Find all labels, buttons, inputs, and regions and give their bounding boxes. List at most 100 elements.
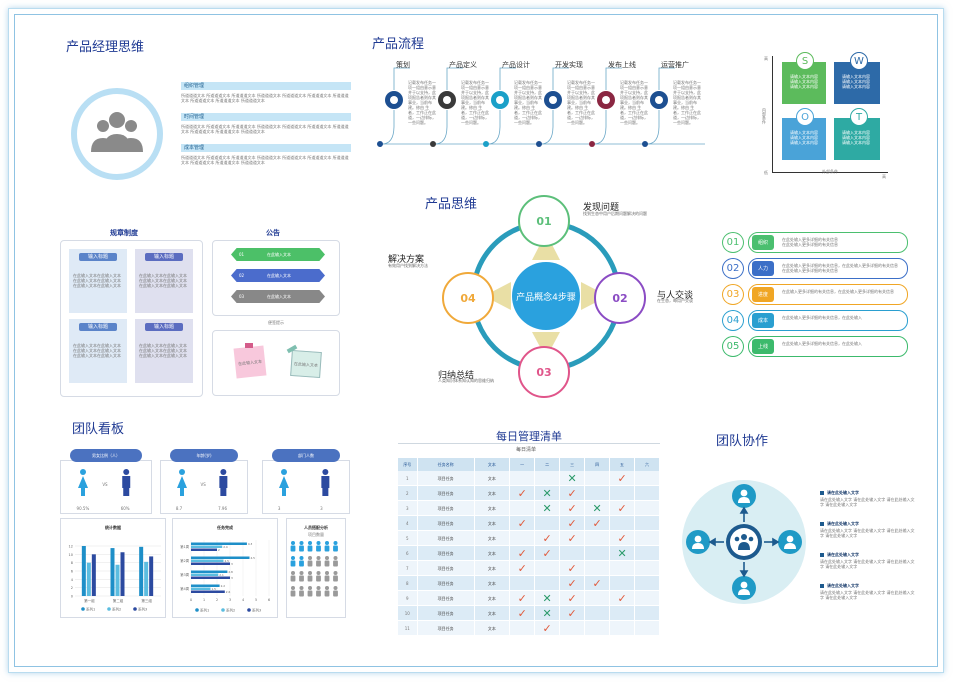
daily-table-header-cell: 三 [560,458,586,471]
person-icon-body [299,560,304,567]
chart1-ytick: 0 [71,595,73,599]
check-icon: ✓ [610,591,636,605]
chart1-legend-swatch [81,607,85,611]
daily-row-number: 4 [398,516,418,530]
chart1-legend-label: 系列3 [138,607,147,612]
info-list-text: 在此处输入更多详细的有关信息，在此处输入更多详细的有关信息 在此处输入更多详细的… [782,263,898,273]
daily-row-text: 文本 [475,486,511,500]
chart2-bar [191,576,230,579]
female-icon [281,469,287,475]
person-icon-body [316,560,321,567]
daily-row-task: 项目任务 [418,606,475,620]
collab-item: 请在此处输入文字请在此处输入文字 请在此处输入文字 请在此处输入文字 请在此处输… [820,490,916,507]
person-icon-body [290,560,296,567]
daily-row-task: 项目任务 [418,516,475,530]
daily-row-task: 项目任务 [418,561,475,575]
check-icon: ✓ [610,471,636,485]
chart2-bar [191,573,219,576]
chart3-subtitle: 项目数量 [308,532,324,537]
daily-empty-cell [560,621,586,635]
rule-box-title: 输入标题 [145,253,183,261]
pm-thinking-list: 组织管理 所道道道文本 所道道道文本 所道道道文本 所道道道文本 所道道道文本 … [181,82,351,165]
swot-w-letter: W [850,52,868,70]
chart2-legend-swatch [247,608,251,612]
female-icon [80,469,86,475]
collab-item-text: 请在此处输入文字 请在此处输入文字 请在此处输入文字 请在此处输入文字 [820,497,915,507]
collab-item-text: 请在此处输入文字 请在此处输入文字 请在此处输入文字 请在此处输入文字 [820,528,915,538]
daily-empty-cell [635,576,660,590]
person-icon [299,571,304,575]
cross-icon: ✕ [560,471,586,485]
thinking-node-circle: 03 [518,346,570,398]
daily-empty-cell [560,546,586,560]
chart3-title: 人员搭配分析 [304,525,328,530]
swot-x-axis [772,172,888,173]
person-icon-body [333,575,338,582]
chart2-data-label: 4.5 [251,556,256,560]
collab-item-title: 请在此处输入文字 [827,583,859,588]
chart2-bar [191,542,247,545]
rule-box: 输入标题 在此输入文本在此输入文本 在此输入文本在此输入文本 在此输入文本在此输… [69,319,127,383]
person-icon [308,586,312,590]
daily-row-number: 10 [398,606,418,620]
notice-row-number: 01 [239,252,245,257]
daily-empty-cell [585,486,611,500]
chart1-bar [149,556,154,596]
person-icon-body [307,575,313,582]
daily-row-task: 项目任务 [418,471,475,485]
person-icon-body [290,545,296,552]
daily-row-text: 文本 [475,516,511,530]
chart1-legend-swatch [107,607,111,611]
chart2-data-label: 1.5 [212,587,217,591]
chart2-xtick: 6 [268,598,270,602]
chart1-bar [115,564,120,596]
flow-step-connector [605,67,622,90]
check-icon: ✓ [585,516,611,530]
daily-row-text: 文本 [475,471,511,485]
sticky-note-text: 在此输入文本 [293,360,319,368]
daily-row-number: 2 [398,486,418,500]
daily-empty-cell [510,576,536,590]
flow-step-connector [593,110,607,145]
chart2-xtick: 4 [242,598,244,602]
check-icon: ✓ [510,486,536,500]
note-section-title: 便签提示 [268,320,284,325]
daily-empty-cell [510,501,536,515]
person-icon [325,541,329,545]
person-icon [325,571,329,575]
chart2-data-label: 2.6 [226,590,231,594]
person-icon-body [299,545,304,552]
rule-box-title: 输入标题 [79,323,117,331]
daily-row-text: 文本 [475,561,511,575]
board-card-right-value: 60% [120,506,130,511]
swot-origin-label: 低 [764,170,768,175]
sticky-note-pink: 在此输入文本 [233,345,267,379]
chart1-ytick: 6 [71,570,73,574]
person-icon-body [324,560,330,567]
daily-row-number: 11 [398,621,418,635]
gender-icons [177,469,228,496]
chart2-legend-label: 系列3 [252,608,261,613]
check-icon: ✓ [560,606,586,620]
flow-step-connector [446,67,463,90]
female-icon [179,469,185,475]
pm-thinking-title: 产品经理思维 [66,40,145,55]
chart1-ytick: 4 [71,578,74,582]
collab-item-text: 请在此处输入文字 请在此处输入文字 请在此处输入文字 请在此处输入文字 [820,559,915,569]
swot-x-high: 高 [882,174,886,179]
daily-table-header-cell: 序号 [398,458,418,471]
chart2-bar [191,584,220,587]
check-icon: ✓ [510,516,536,530]
pm-item-text: 所道道道文本 所道道道文本 所道道道文本 所道道道文本 所道道道文本 所道道道文… [181,93,349,103]
daily-empty-cell [635,471,660,485]
thinking-node-desc: 人类知识体系知认知的思维归纳 [438,378,494,383]
info-list-tag: 进度 [752,287,774,302]
